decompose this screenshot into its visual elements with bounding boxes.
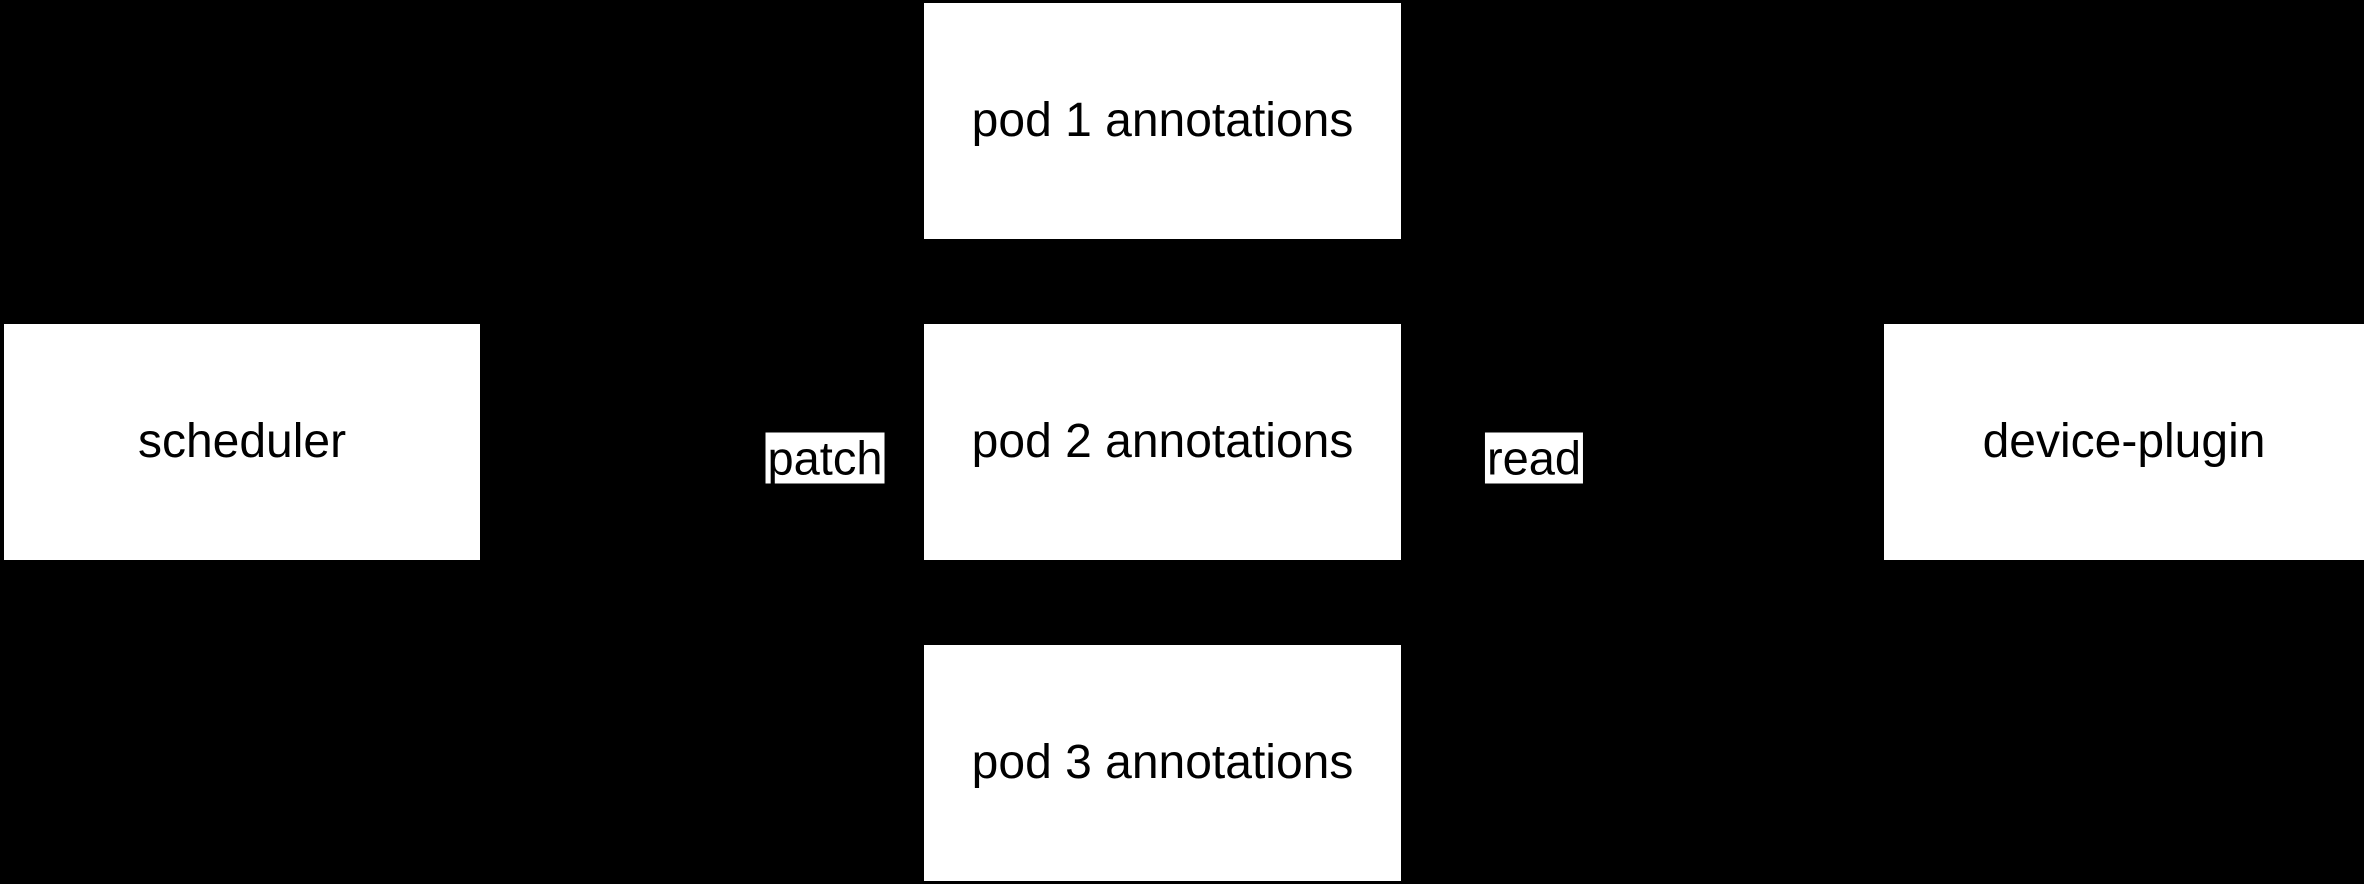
- node-pod-3-annotations: pod 3 annotations: [924, 645, 1401, 881]
- edge-label-read: read: [1484, 431, 1584, 485]
- node-device-plugin-label: device-plugin: [1982, 415, 2266, 468]
- node-scheduler: scheduler: [4, 324, 480, 560]
- node-scheduler-label: scheduler: [137, 415, 347, 468]
- node-pod-2-annotations-label: pod 2 annotations: [971, 415, 1354, 468]
- node-device-plugin: device-plugin: [1884, 324, 2364, 560]
- node-pod-2-annotations: pod 2 annotations: [924, 324, 1401, 560]
- edge-label-patch: patch: [765, 431, 885, 485]
- node-pod-3-annotations-label: pod 3 annotations: [971, 736, 1354, 789]
- node-pod-1-annotations-label: pod 1 annotations: [971, 94, 1354, 147]
- node-pod-1-annotations: pod 1 annotations: [924, 3, 1401, 239]
